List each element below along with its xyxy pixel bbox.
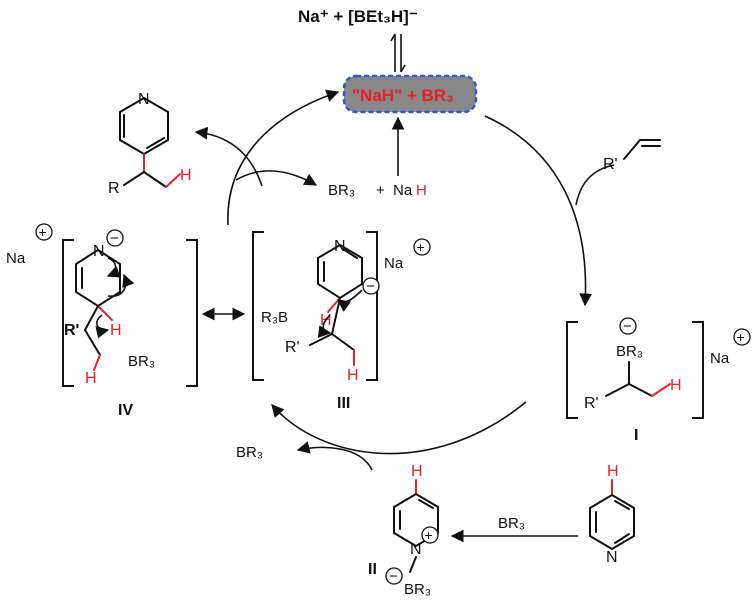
i-h-label: H <box>670 377 682 394</box>
intermediate-IV: Na + N − H R' H BR₃ IV <box>6 223 198 419</box>
i-br3-label: BR₃ <box>616 343 643 360</box>
h-red-label: H <box>416 182 427 199</box>
iii-label: III <box>337 395 350 412</box>
cycle-arc-bottom <box>271 401 527 455</box>
br3-release-arrow <box>296 441 373 471</box>
alkene-entry-arrow <box>575 164 615 206</box>
equilibrium-arrows <box>390 33 406 73</box>
br3-label: BR₃ <box>328 182 355 199</box>
alkene: R' <box>603 139 661 173</box>
iii-h-chain-label: H <box>347 367 359 384</box>
iii-na-label: Na <box>384 255 404 272</box>
ii-n-plus: + <box>425 527 433 543</box>
iv-h1-label: H <box>110 322 122 339</box>
cycle-arc-right <box>484 115 593 307</box>
iii-r3b-label: R₃B <box>261 309 288 326</box>
br3-nah-to-cycle-arrow <box>235 170 318 186</box>
ii-label: II <box>368 561 377 578</box>
intermediate-III: R₃B Na + N − H R' H III <box>252 231 431 412</box>
cycle-arc-left <box>227 89 340 226</box>
iv-h2-label: H <box>85 370 97 387</box>
iii-na-plus: + <box>417 239 425 255</box>
iv-na-plus: + <box>39 224 47 240</box>
plus-sign: + <box>376 182 385 199</box>
iv-n-label: N <box>93 243 105 260</box>
iv-na-label: Na <box>6 250 26 267</box>
catalyst-box: "NaH" + BR₃ <box>342 74 478 114</box>
sodium-triethylborohydride-label: Na⁺ + [BEt₃H]⁻ <box>298 7 418 26</box>
iv-label: IV <box>118 402 133 419</box>
intermediate-II: H N + − BR₃ II <box>368 463 439 598</box>
iii-minus: − <box>366 278 375 295</box>
release-product-arrow <box>194 126 263 187</box>
i-na-label: Na <box>710 350 730 367</box>
i-r-label: R' <box>584 395 599 412</box>
ii-h-label: H <box>411 463 423 480</box>
br3-nah-reagent: BR₃ + Na H <box>328 182 427 199</box>
iv-n-minus: − <box>110 230 119 247</box>
br3-released-label: BR₃ <box>236 444 263 461</box>
ii-n-label: N <box>410 541 422 558</box>
catalyst-label: "NaH" + BR₃ <box>352 86 454 105</box>
pyridine-h-label: H <box>607 463 619 480</box>
iii-r-label: R' <box>285 339 300 356</box>
alkylpyridine-product: N R H <box>108 91 192 197</box>
product-r-label: R <box>108 180 120 197</box>
i-na-plus: + <box>737 329 745 345</box>
i-label: I <box>634 427 638 444</box>
iv-r-label: R' <box>64 322 79 339</box>
i-minus: − <box>623 318 632 335</box>
ii-b-minus: − <box>389 568 398 585</box>
pyridine-n-label: N <box>606 549 618 566</box>
alkene-r-label: R' <box>603 156 618 173</box>
product-n-label: N <box>138 91 150 108</box>
iii-n-label: N <box>334 238 346 255</box>
intermediate-I: − BR₃ R' H Na + I <box>566 317 751 444</box>
na-label: Na <box>393 182 413 199</box>
iv-br3-label: BR₃ <box>128 353 155 370</box>
product-h-label: H <box>180 167 192 184</box>
ii-br3-label: BR₃ <box>404 581 431 598</box>
br3-addition-label: BR₃ <box>498 515 525 532</box>
pyridine: H N <box>589 463 635 566</box>
